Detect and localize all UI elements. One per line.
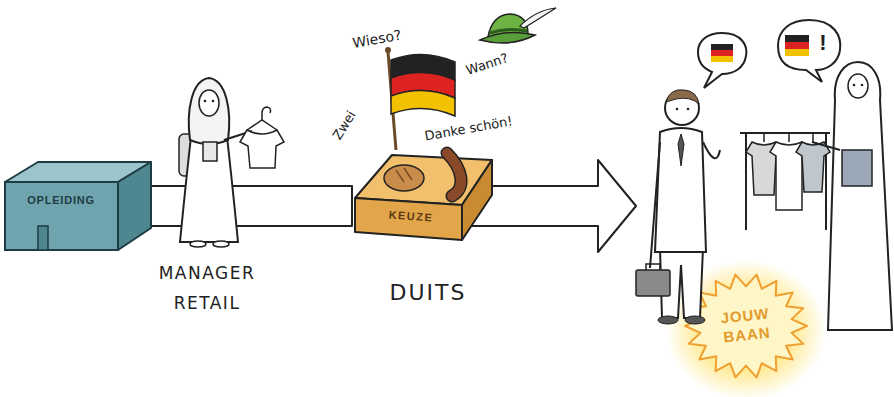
hair (666, 90, 699, 104)
speech-bubble (778, 20, 840, 82)
suit-jacket (655, 128, 706, 252)
clipboard (842, 150, 872, 186)
shoe (685, 316, 705, 324)
node-text: JOUW BAAN (709, 302, 783, 347)
box-front (355, 198, 462, 240)
hijab (189, 78, 229, 144)
eye (853, 84, 856, 87)
arm (224, 131, 252, 140)
employer-figure (636, 33, 746, 324)
tie (678, 134, 684, 166)
handwritten-word: Wieso? (351, 22, 423, 52)
clipboard (203, 142, 217, 161)
flag-stripe-gold (391, 90, 455, 116)
flag-stripe-gold (785, 49, 809, 56)
job-starburst: JOUW BAAN (668, 262, 828, 397)
node-text: OPLEIDING (9, 193, 113, 207)
shirt-on-hanger (240, 130, 284, 168)
hanger-hooks (764, 133, 813, 142)
clothes-rack (740, 133, 830, 230)
school-building: OPLEIDING (5, 160, 151, 252)
long-dress (180, 128, 238, 242)
backpack (179, 134, 195, 176)
retail-manager-figure (179, 78, 284, 247)
briefcase (636, 270, 670, 296)
node-text: ! (812, 30, 834, 56)
head (665, 91, 699, 125)
big-arrow-continuation (470, 160, 636, 252)
sausage-outline (447, 153, 461, 196)
flag-knob (385, 47, 391, 53)
foot (213, 241, 229, 247)
hanger (247, 120, 277, 130)
speech-bubble: ! (776, 18, 842, 80)
arrow-band (470, 160, 636, 252)
rack-leg (745, 133, 747, 230)
shoe (658, 316, 678, 324)
briefcase-handle (646, 264, 660, 270)
hanger-hook (262, 107, 271, 120)
speech-bubble (698, 33, 746, 88)
hat-band (490, 29, 527, 33)
flag-stripe-red (711, 50, 733, 56)
hijab-and-dress (828, 62, 892, 330)
trousers (660, 248, 703, 318)
building-front (5, 182, 118, 250)
bread-loaf (384, 165, 424, 191)
pointing-arm (812, 142, 840, 150)
handwritten-word: Zwei (330, 97, 367, 143)
box-side (462, 160, 492, 240)
arrow-band (151, 186, 352, 226)
bread-scores (396, 168, 412, 182)
hat-brim (480, 32, 535, 43)
flag-stripe-red (785, 42, 809, 49)
eye (212, 100, 215, 103)
building-side (118, 162, 151, 250)
eye (861, 84, 864, 87)
role-label: MANAGER RETAIL (152, 258, 262, 318)
face (848, 74, 868, 98)
choice-box: KEUZE (352, 148, 494, 244)
starburst (685, 275, 807, 378)
arm (703, 142, 720, 158)
shop-assistant-figure (812, 62, 892, 330)
foot (190, 241, 206, 247)
subject-label: DUITS (373, 279, 483, 307)
hat-feather (520, 8, 556, 28)
arm (650, 142, 660, 268)
sausage (447, 153, 461, 196)
face (199, 90, 219, 116)
eye (687, 108, 690, 111)
flag-stripe-black (785, 35, 809, 42)
alpine-hat (480, 8, 556, 43)
eye (204, 100, 207, 103)
handwritten-word: Danke schön! (423, 111, 524, 144)
node-outline (776, 18, 842, 80)
node-outline (352, 148, 494, 244)
building-door (38, 226, 48, 250)
hanging-shirt (796, 142, 830, 192)
rack-bar (740, 132, 830, 134)
glow (666, 260, 826, 397)
handwritten-word: Wann? (464, 45, 526, 79)
flag-stripe-gold (711, 56, 733, 62)
flag-stripe-black (711, 44, 733, 50)
eye (676, 108, 679, 111)
